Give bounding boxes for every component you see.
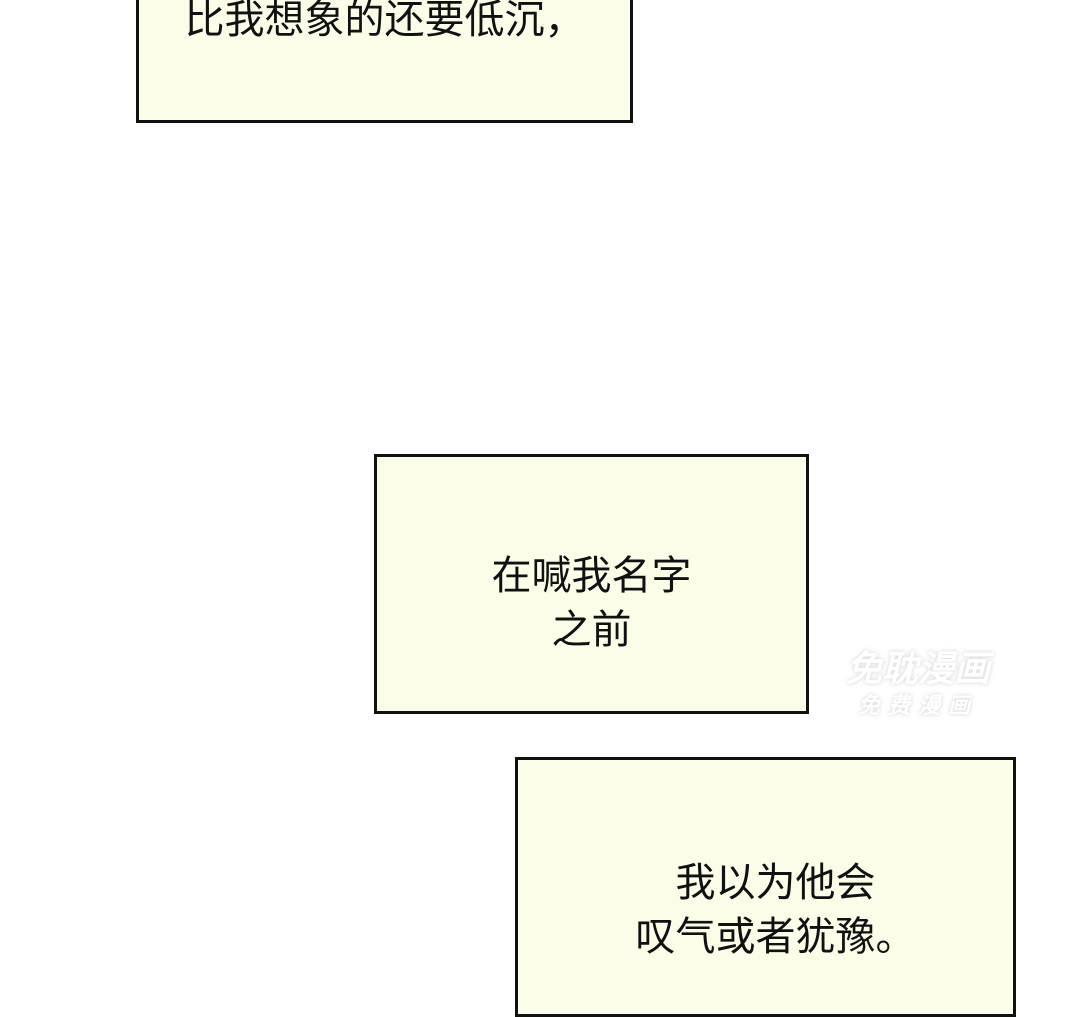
narration-box-2: 在喊我名字 之前 — [374, 454, 809, 714]
narration-line: 叹气或者犹豫。 — [635, 914, 916, 960]
narration-box-3: 我以为他会 叹气或者犹豫。 — [515, 757, 1016, 1017]
narration-line: 在喊我名字 — [491, 553, 692, 599]
watermark-sub: 免费漫画 — [857, 694, 978, 719]
narration-line: 之前 — [551, 607, 632, 653]
watermark: 免耽漫画 免费漫画 — [828, 648, 1008, 722]
narration-line: 比我想象的还要低沉， — [184, 0, 585, 43]
narration-line: 我以为他会 — [675, 860, 876, 906]
watermark-main: 免耽漫画 — [845, 649, 990, 690]
narration-box-1: 比我想象的还要低沉， — [136, 0, 633, 123]
